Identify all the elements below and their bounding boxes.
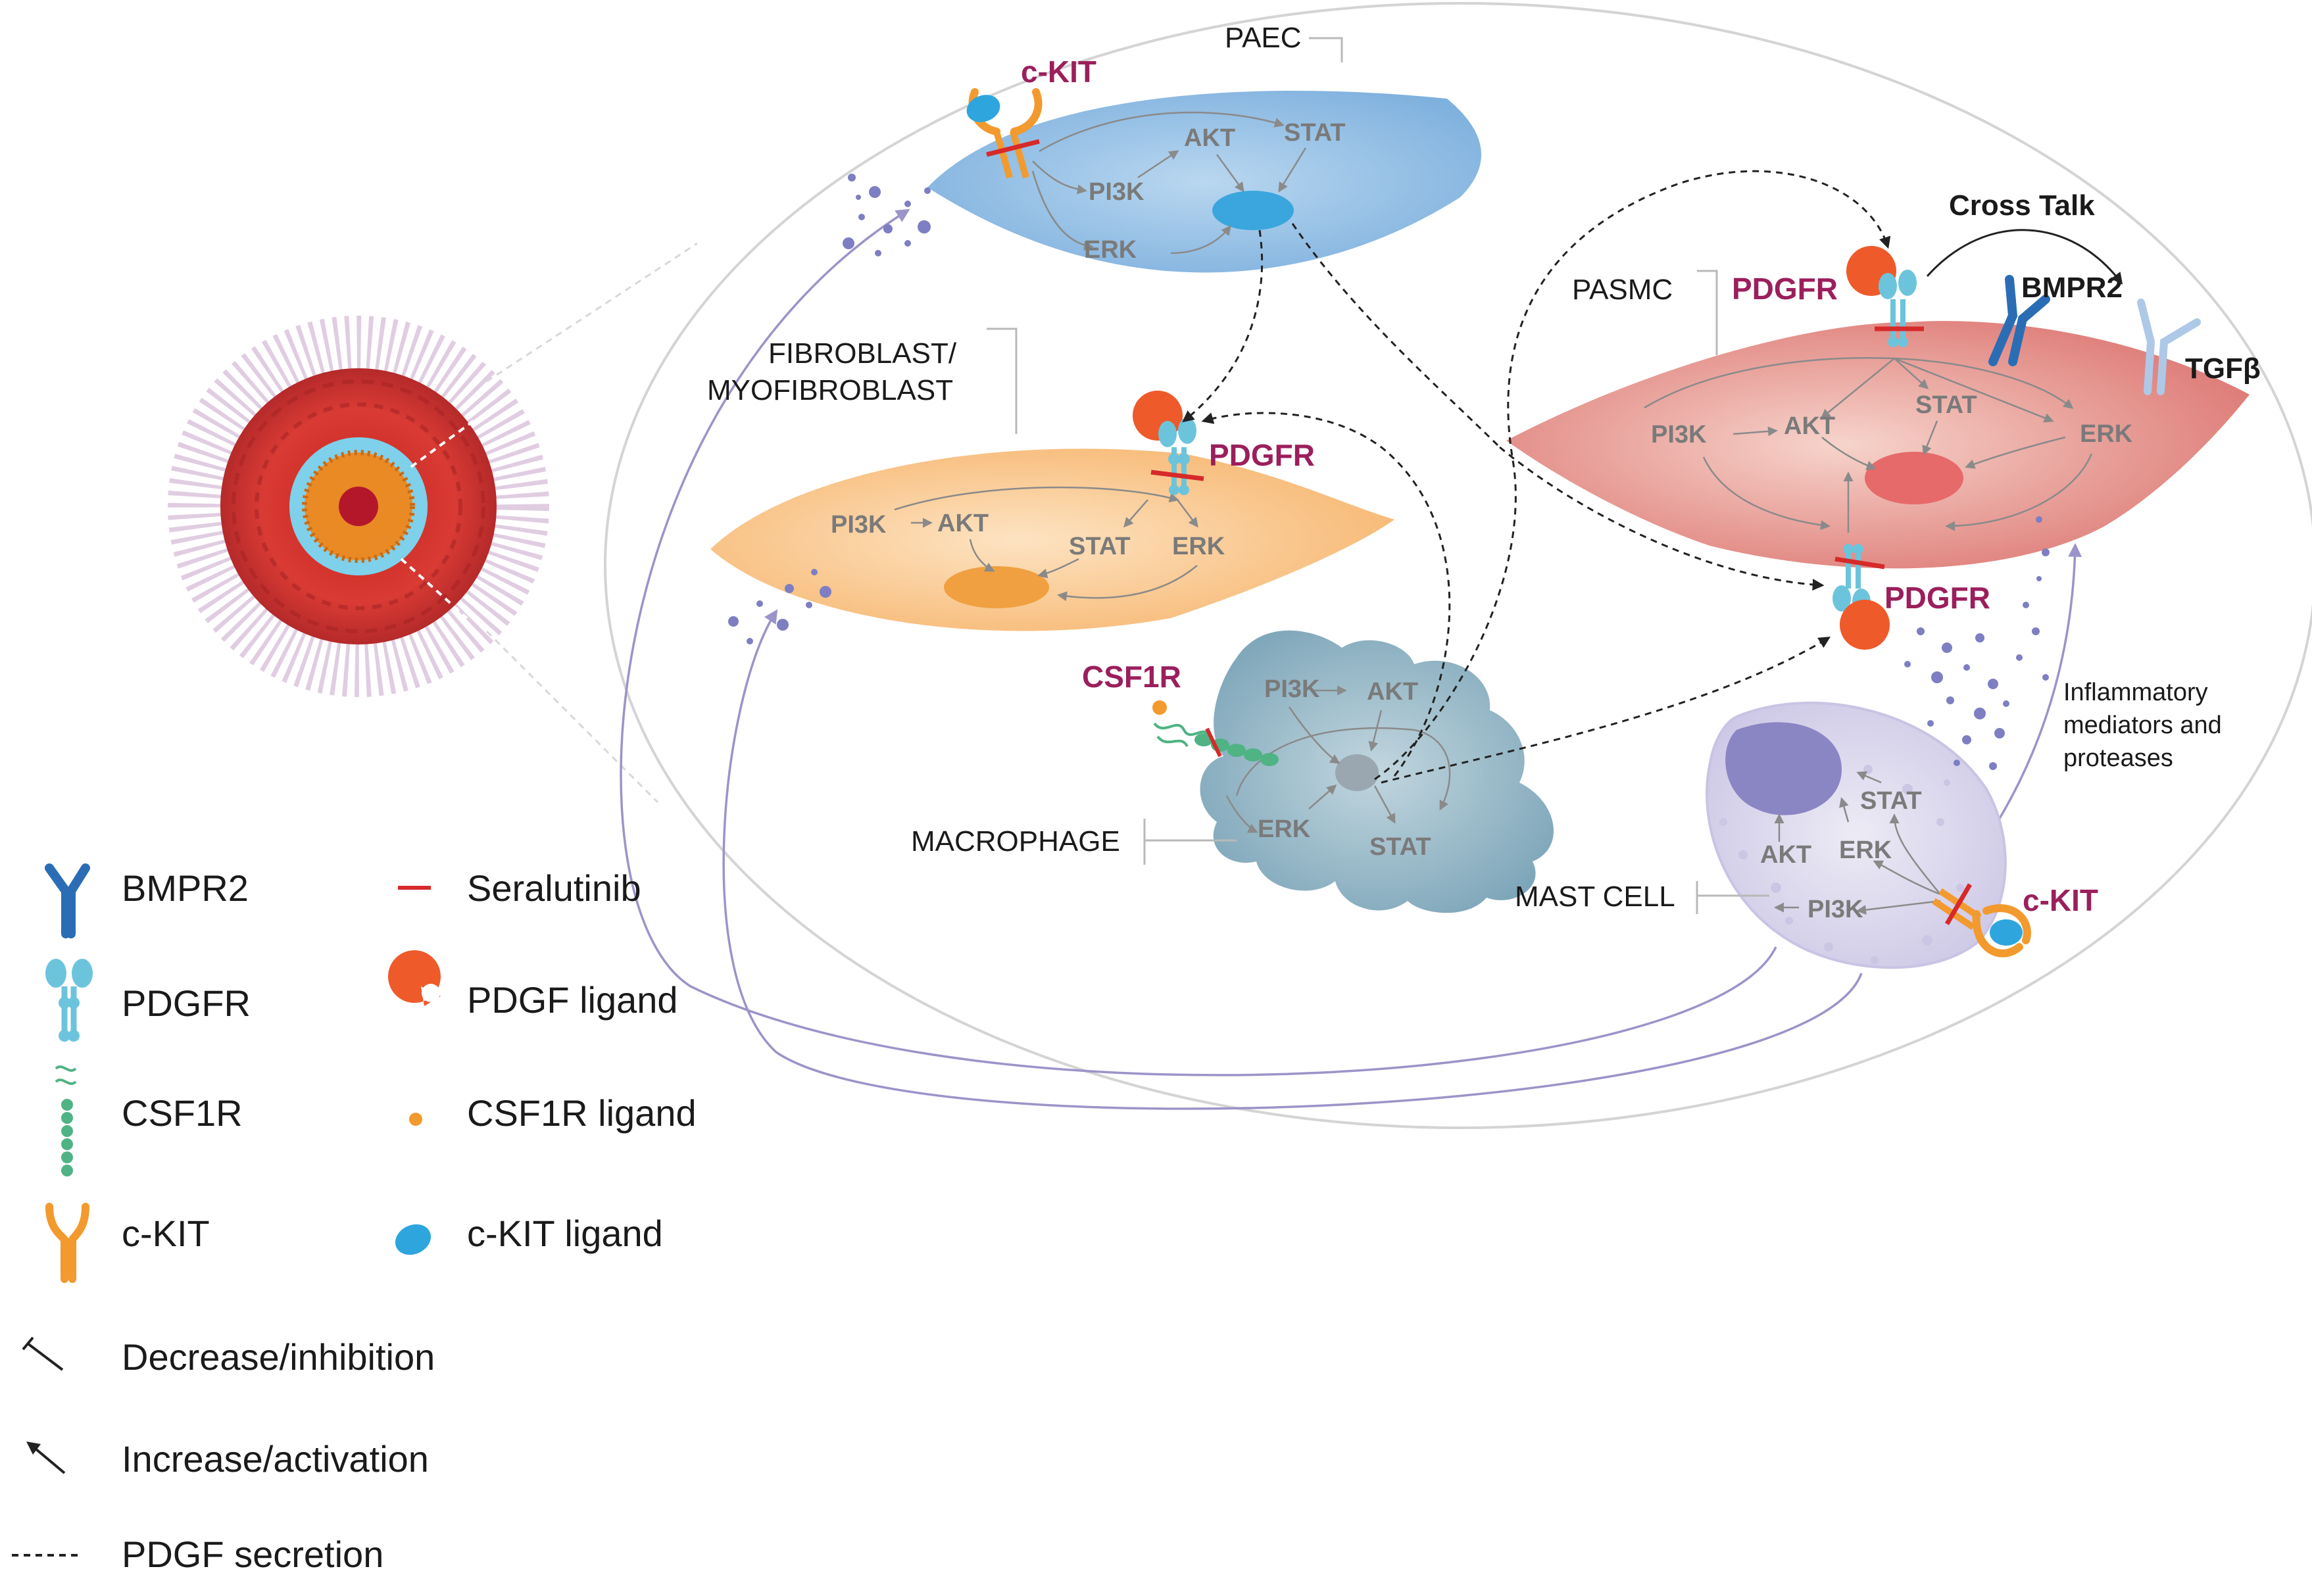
pasmc-nucleus [1865, 452, 1963, 504]
fibroblast-stat-label: STAT [1069, 533, 1131, 560]
legend-bmpr2: BMPR2 [122, 867, 249, 909]
fibroblast-label-2: MYOFIBROBLAST [707, 374, 953, 406]
macrophage-akt-label: AKT [1367, 678, 1418, 706]
paec-ckit-label: c-KIT [1021, 55, 1096, 89]
fibroblast-pdgfr-receptor [1133, 391, 1204, 495]
legend-ckit: c-KIT [122, 1213, 210, 1254]
bmpr2-icon [45, 863, 90, 938]
mast-pi3k-label: PI3K [1808, 896, 1863, 923]
fibroblast-akt-label: AKT [937, 510, 989, 537]
paec-erk-label: ERK [1084, 236, 1137, 264]
inflammatory-line-3: proteases [2063, 744, 2173, 772]
pdgfr-icon [45, 959, 93, 1042]
pdgf-ligand-icon [388, 950, 441, 1006]
pasmc-pdgfr-top-receptor [1846, 246, 1924, 347]
fibroblast-pdgfr-label: PDGFR [1209, 438, 1315, 472]
legend-secretion: PDGF secretion [122, 1534, 383, 1575]
paec-label: PAEC [1225, 22, 1302, 54]
fibroblast-erk-label: ERK [1172, 533, 1225, 560]
paec-pi3k-label: PI3K [1089, 178, 1144, 206]
paec-nucleus [1212, 191, 1294, 230]
macrophage-nucleus [1335, 754, 1379, 791]
mast-label: MAST CELL [1515, 881, 1675, 913]
pasmc-pdgfr-bottom-receptor [1832, 544, 1890, 650]
paec-akt-label: AKT [1184, 124, 1235, 152]
csf1r-icon [55, 1065, 77, 1176]
macrophage-label: MACROPHAGE [911, 825, 1120, 858]
pasmc-pdgfr-top-label: PDGFR [1732, 272, 1838, 306]
mast-stat-label: STAT [1860, 787, 1922, 815]
inflammatory-line-2: mediators and [2063, 712, 2222, 739]
pasmc-cell: PI3K AKT STAT ERK PDGFR PDGFR [1506, 189, 2261, 650]
macrophage-pi3k-label: PI3K [1264, 675, 1320, 703]
mast-ckit-receptor [1932, 883, 2031, 957]
pasmc-tgf-label: TGFβ [2185, 352, 2261, 385]
legend-decrease: Decrease/inhibition [122, 1336, 435, 1378]
fibroblast-label-1: FIBROBLAST/ [768, 337, 957, 370]
vessel-cross-section [168, 242, 698, 804]
macrophage-erk-label: ERK [1258, 815, 1311, 843]
pdgf-secretion-arrows [1182, 170, 1891, 784]
pasmc-tgf-receptor [2137, 299, 2201, 395]
pasmc-bmpr2-label: BMPR2 [2021, 272, 2123, 304]
pasmc-pi3k-label: PI3K [1651, 421, 1707, 448]
ckit-ligand-icon [395, 1224, 431, 1255]
pasmc-pdgfr-bottom-label: PDGFR [1884, 581, 1990, 615]
fibroblast-nucleus [944, 566, 1049, 608]
mast-secreted-dots [1904, 516, 2050, 770]
macrophage-csf1r-receptor [1152, 700, 1279, 766]
ckit-icon [45, 1203, 89, 1283]
paec-ckit-receptor [966, 88, 1043, 179]
mast-akt-label: AKT [1760, 841, 1811, 869]
cross-talk-label: Cross Talk [1949, 189, 2095, 222]
legend-increase: Increase/activation [122, 1438, 429, 1480]
pasmc-label: PASMC [1572, 274, 1673, 306]
inflammatory-line-1: Inflammatory [2063, 679, 2208, 706]
activation-icon [26, 1441, 66, 1474]
legend-seralutinib: Seralutinib [467, 867, 641, 909]
legend-pdgfr: PDGFR [122, 982, 251, 1024]
pasmc-stat-label: STAT [1915, 391, 1977, 419]
legend-csf1r-ligand: CSF1R ligand [467, 1092, 697, 1134]
paec-cell: AKT STAT PI3K ERK c-KIT PAEC [843, 22, 1482, 273]
tissue-ellipse [604, 2, 2312, 1129]
csf1r-ligand-icon [409, 1113, 422, 1126]
legend-csf1r: CSF1R [122, 1092, 243, 1134]
paec-secreted-dots [843, 174, 931, 256]
mast-ckit-label: c-KIT [2023, 883, 2098, 917]
mast-erk-label: ERK [1839, 836, 1892, 864]
mast-cell: STAT AKT ERK PI3K c-KIT MAST CELL Inflam… [1515, 516, 2222, 969]
fibroblast-secreted-dots [728, 569, 831, 644]
pasmc-erk-label: ERK [2080, 420, 2133, 448]
macrophage-csf1r-label: CSF1R [1082, 660, 1181, 694]
fibroblast-pi3k-label: PI3K [831, 511, 887, 539]
pasmc-akt-label: AKT [1784, 412, 1835, 440]
paec-stat-label: STAT [1284, 119, 1346, 147]
legend-ckit-ligand: c-KIT ligand [467, 1213, 663, 1254]
legend-pdgf-ligand: PDGF ligand [467, 979, 678, 1021]
pasmc-bmpr2-receptor [1988, 275, 2050, 366]
fibroblast-cell: PI3K AKT STAT ERK PDGFR FIBROBLAST/ MYOF… [707, 327, 1394, 644]
macrophage-cell: PI3K AKT ERK STAT CSF1R MACROPHAGE [911, 630, 1554, 913]
legend: BMPR2 PDGFR CSF1R c-KIT Seralutinib [12, 863, 697, 1575]
inhibition-icon [22, 1336, 64, 1371]
macrophage-stat-label: STAT [1369, 833, 1431, 861]
